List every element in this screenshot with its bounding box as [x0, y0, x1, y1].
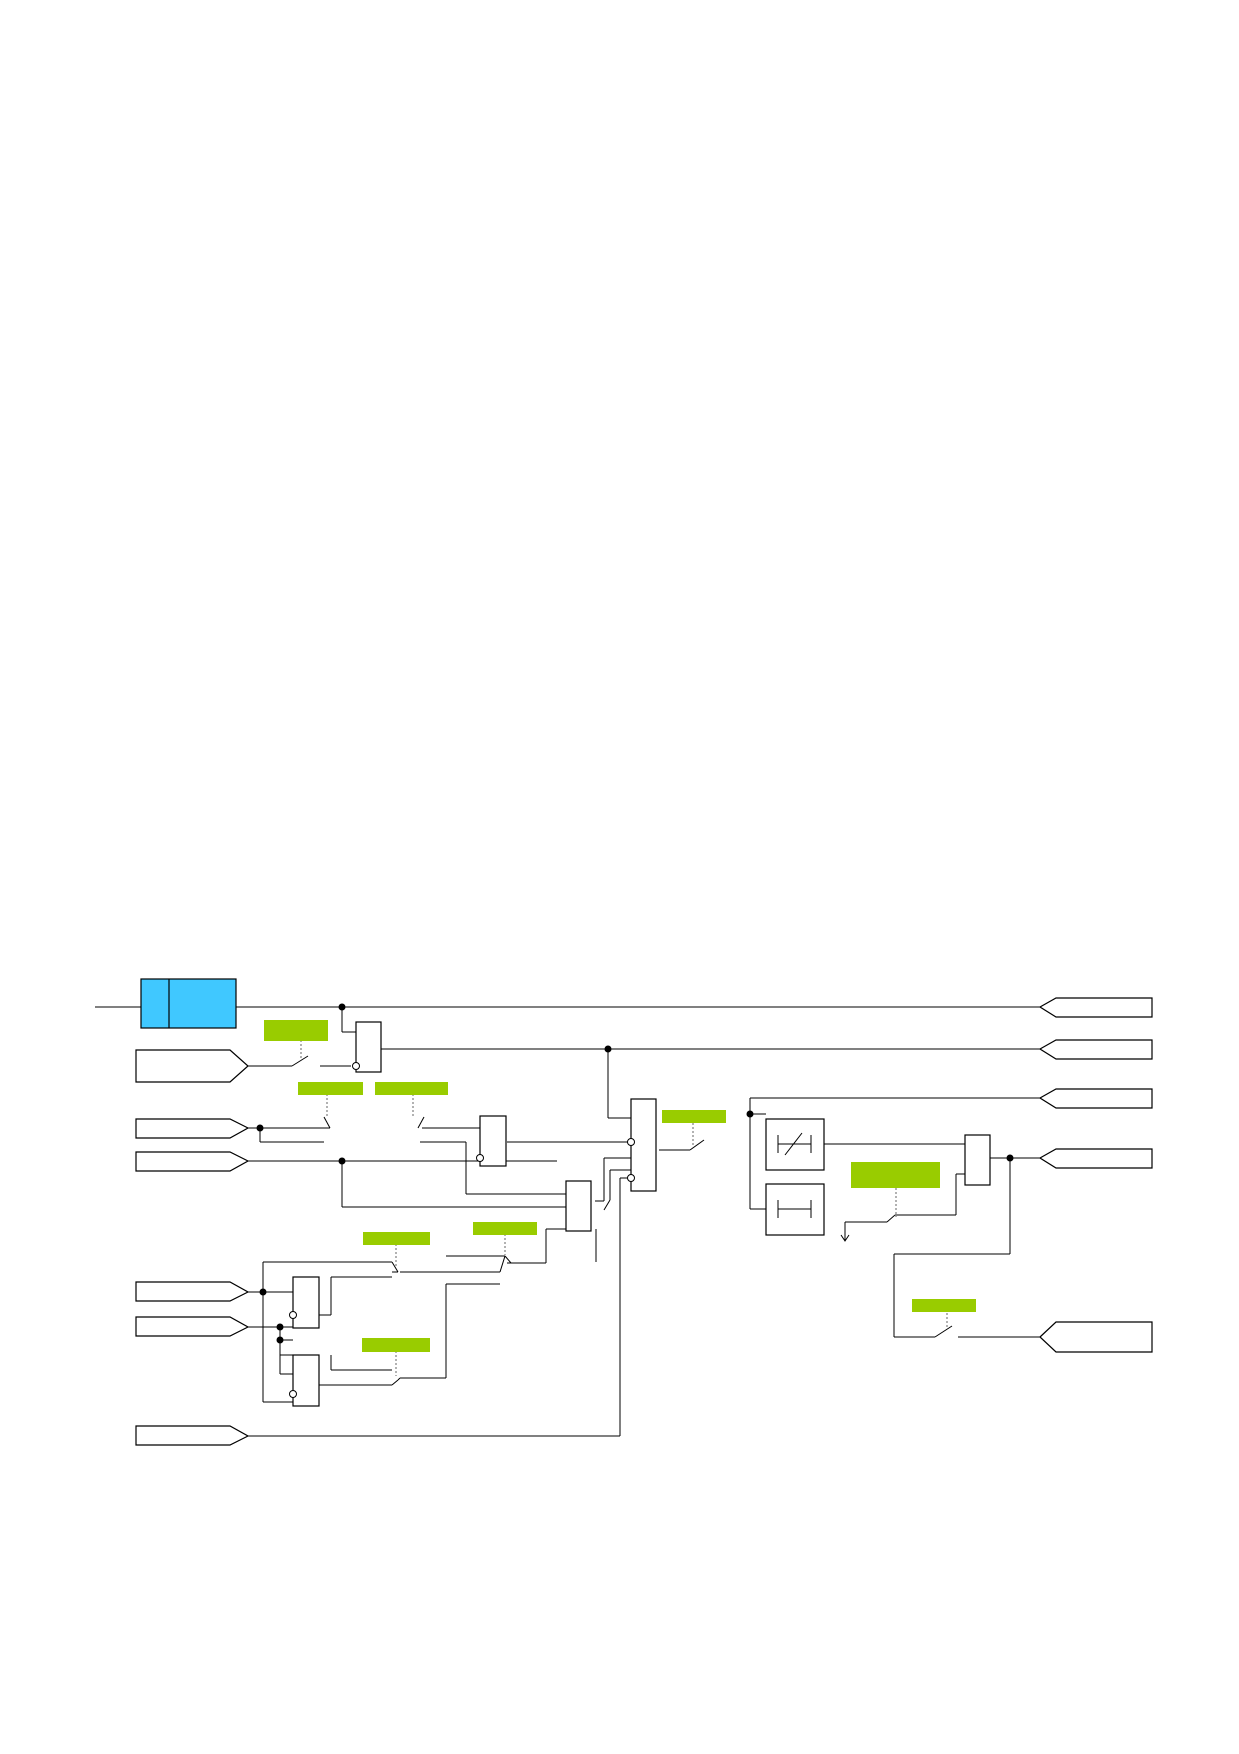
- setting-4: [662, 1110, 726, 1123]
- setting-7: [473, 1222, 537, 1235]
- input-terminal-4: [135, 1281, 250, 1302]
- output-terminal-4: [1038, 1148, 1153, 1169]
- setting-6: [363, 1232, 430, 1245]
- setting-8: [362, 1338, 430, 1352]
- setting-1: [264, 1020, 328, 1041]
- input-terminal-1: [135, 1049, 249, 1083]
- output-terminal-1: [1038, 997, 1153, 1018]
- output-terminals: [1038, 997, 1153, 1353]
- setting-9: [912, 1299, 976, 1312]
- input-terminal-5: [135, 1316, 250, 1337]
- gate-4: [630, 1098, 657, 1192]
- junctions: [256, 1003, 1014, 1344]
- input-terminal-3: [135, 1151, 250, 1172]
- setting-5: [851, 1162, 940, 1188]
- wires: [95, 1006, 1040, 1437]
- negations: [289, 1062, 635, 1398]
- output-terminal-2: [1038, 1039, 1153, 1060]
- gate-1: [355, 1021, 382, 1073]
- gate-3: [565, 1180, 592, 1232]
- gate-6: [292, 1354, 320, 1407]
- gate-5: [292, 1276, 320, 1329]
- input-terminal-6: [135, 1425, 250, 1446]
- setting-3: [375, 1082, 448, 1095]
- settings: [264, 1020, 976, 1352]
- gates: [292, 1021, 991, 1407]
- input-terminals: [135, 1049, 250, 1446]
- setting-links: [300, 1040, 948, 1376]
- output-terminal-5: [1039, 1321, 1153, 1353]
- gate-2: [479, 1115, 507, 1167]
- timers: [765, 1118, 850, 1242]
- setting-2: [298, 1082, 363, 1095]
- input-terminal-2: [135, 1118, 250, 1139]
- output-terminal-3: [1038, 1088, 1153, 1109]
- function-block: [140, 978, 237, 1029]
- gate-7: [964, 1134, 991, 1186]
